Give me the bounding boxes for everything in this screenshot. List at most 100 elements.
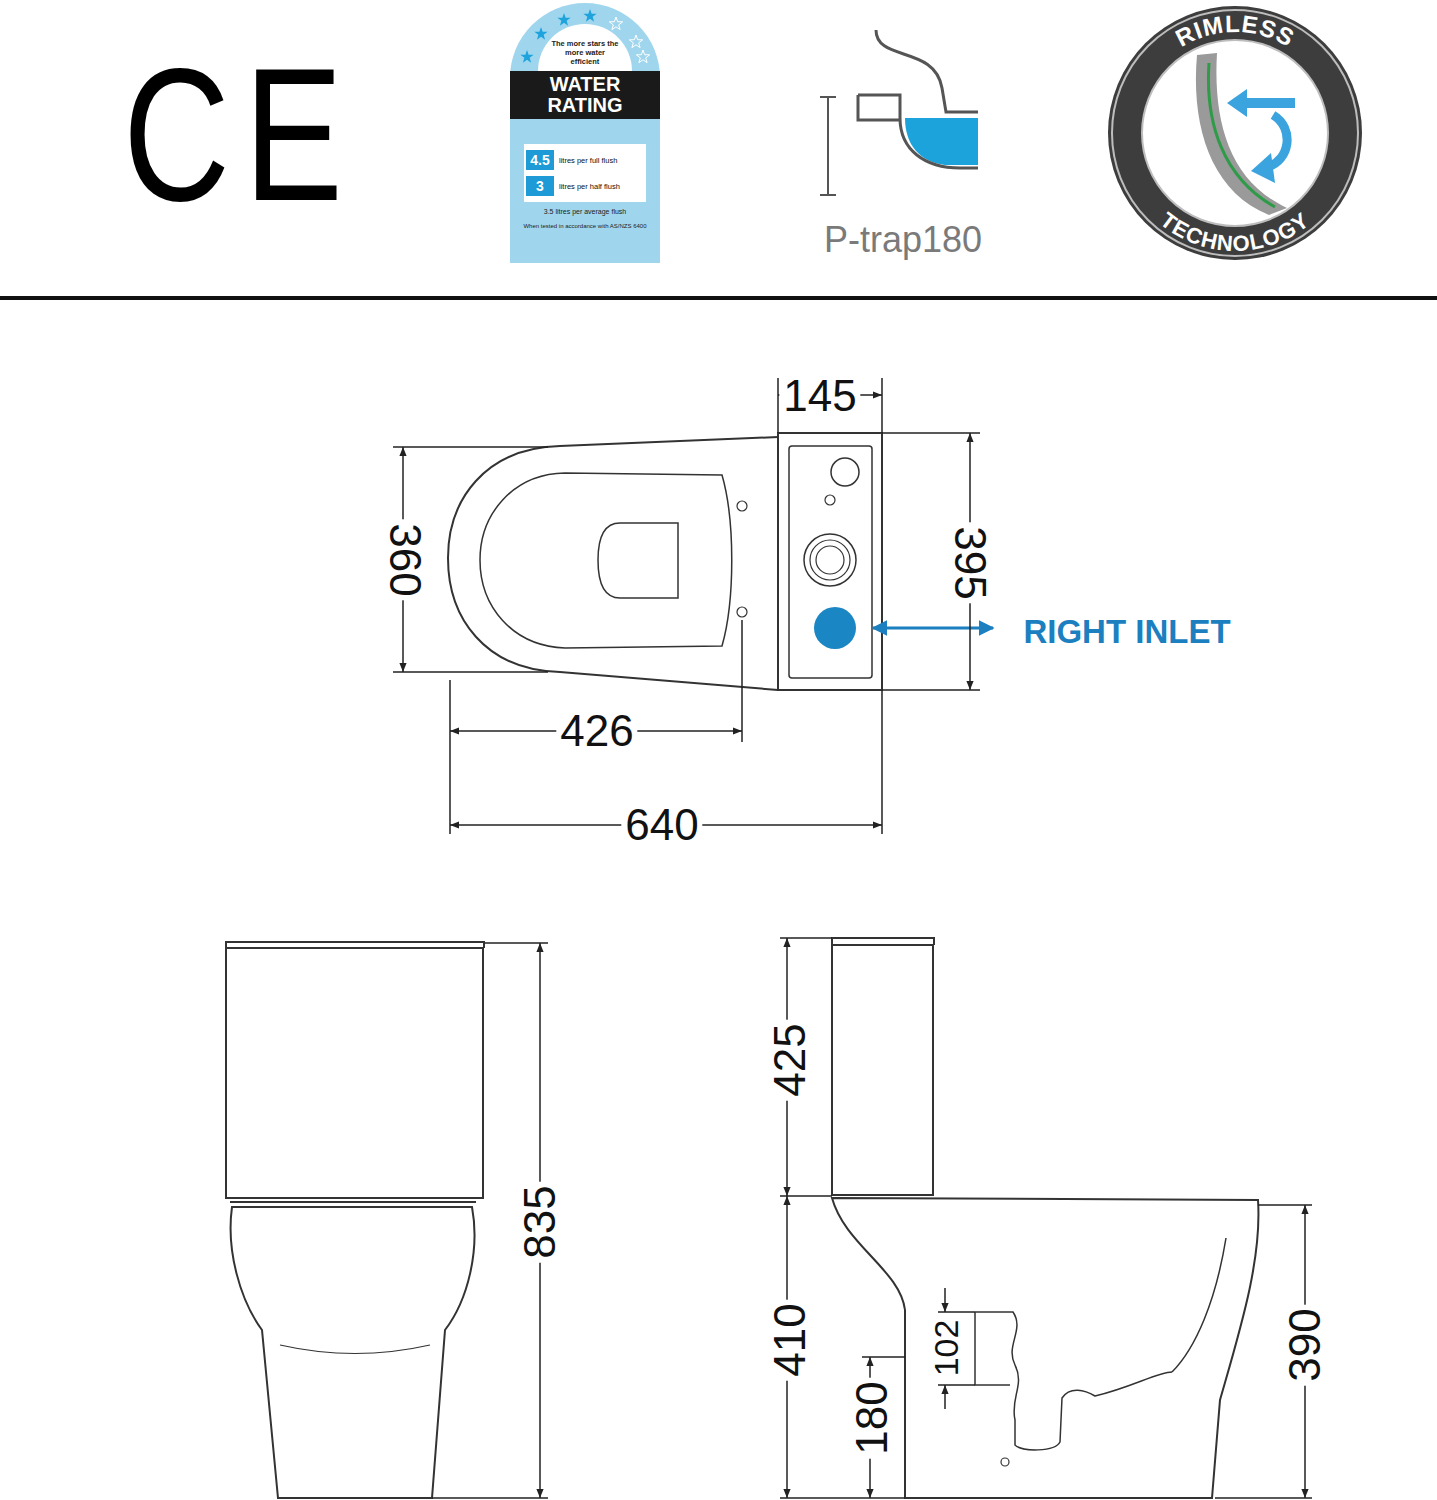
height-tick [820,194,836,196]
extension-line [1215,1497,1312,1499]
bowl-outline [448,437,778,690]
flush-valve [816,546,844,574]
separator-rule [0,296,1437,300]
dimension-value: 835 [516,1181,564,1262]
lid-hole [825,495,835,505]
label-anchor: 425 [766,1019,814,1100]
rating-star [629,35,642,48]
height-tick [820,96,836,98]
text-anchor: 3.5 litres per average flush [514,207,656,216]
label-anchor: 640 [621,801,702,849]
dimension-value: 426 [556,707,637,755]
extension-line [862,1356,905,1358]
cistern-body [226,948,483,1198]
seat-outline [480,473,732,648]
extension-line [432,1497,548,1499]
trapway [975,1312,1172,1450]
badge-text: RIMLESS [1171,10,1299,52]
label-anchor: 360 [381,519,429,600]
flush-volume-row: 4.5litres per full flush [526,148,646,172]
rimless-outline: RIMLESS TECHNOLOGY [1105,3,1365,263]
dimension-value: 360 [381,519,429,600]
inlet-marker [814,607,856,649]
plan-view [448,433,882,690]
pan-contour [280,1345,430,1354]
seat-hole [737,501,747,511]
badge-text: WATER RATING [530,74,640,116]
seat-hole [737,607,747,617]
flush-description: litres per half flush [559,182,620,191]
flush-volume: 3 [526,176,554,196]
label-anchor: 102 [928,1316,965,1381]
flush-description: litres per full flush [559,156,617,165]
label-anchor: 390 [1281,1304,1329,1385]
trap-outlet [858,95,900,120]
label-anchor: 180 [848,1377,896,1458]
label-anchor: P-trap180 [824,220,982,260]
cistern-body [832,945,933,1195]
label-anchor: RIGHT INLET [1023,614,1230,650]
dimension-value: 180 [848,1377,896,1458]
ce-mark: CE [123,39,357,229]
cistern-lid [789,446,872,678]
label-anchor: CE [123,39,357,229]
badge-ground [510,3,660,263]
extension-line [882,432,980,434]
text-anchor: The more stars the more water efficient [550,39,620,66]
plan-dimensions [393,378,980,834]
dimension-value: 390 [1281,1304,1329,1385]
flow-arrow-head [1251,153,1275,183]
cistern-outline [778,433,882,690]
fixing-hole [1001,1458,1009,1466]
dimension-value: 640 [621,801,702,849]
text-anchor: WATER RATING [530,74,640,116]
extension-line [485,942,548,944]
extension-line [938,1384,975,1386]
dimension-value: 395 [946,522,994,603]
p-trap-icon [820,30,978,195]
trap-caption: P-trap180 [824,220,982,260]
dimension-value: 425 [766,1019,814,1100]
extension-line [1258,1204,1312,1206]
dimension-line [944,1385,946,1409]
extension-line [938,1311,975,1313]
extension-line [780,1497,905,1499]
flush-button [831,458,859,486]
label-anchor: 835 [516,1181,564,1262]
extension-line [449,680,451,834]
badge-arch [538,24,632,71]
rimless-badge: RIMLESS TECHNOLOGY [1105,3,1365,263]
seat-line [230,1201,476,1203]
side-view [832,938,1258,1498]
extension-line [741,620,743,742]
trap-pipe [876,30,978,112]
flush-valve [804,534,856,586]
flow-arrow-head [1227,89,1247,117]
extension-line [881,378,883,433]
dimension-value: 410 [766,1299,814,1380]
rating-star [636,50,649,63]
label-anchor: 426 [556,707,637,755]
extension-line [882,689,980,691]
badge-text: 3.5 litres per average flush [514,207,656,216]
bowl-opening [598,523,678,598]
flow-arrow [1243,98,1295,108]
badge-text: The more stars the more water efficient [550,39,620,66]
extension-line [393,671,548,673]
height-bar [827,97,829,195]
bowl-wall [1196,53,1287,215]
bowl-contour [1172,1238,1226,1372]
badge-text: TECHNOLOGY [1156,207,1314,256]
ring-edge [1112,10,1358,256]
badge-panel [524,144,646,202]
label-anchor: 395 [946,522,994,603]
flush-valve [810,540,850,580]
rim-line [1208,63,1275,207]
pan-body [231,1207,475,1498]
extension-line [881,690,883,834]
rating-star [583,9,596,22]
inlet-arrow [873,627,993,630]
pan-body [832,1198,1258,1498]
text-anchor: When tested in accordance with AS/NZS 64… [513,222,657,230]
